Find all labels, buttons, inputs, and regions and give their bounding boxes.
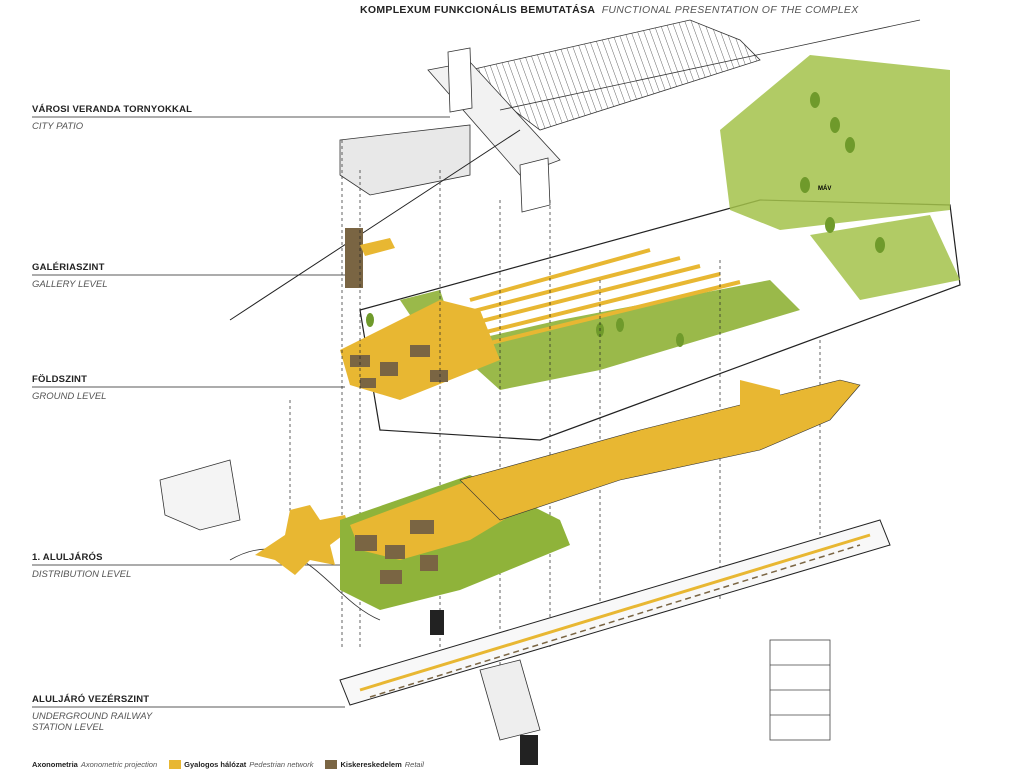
level-hu: ALULJÁRÓ VEZÉRSZINT [32,694,150,705]
tree [825,217,835,233]
tree [845,137,855,153]
station-platform [359,533,871,692]
ground-level: MÁV [340,55,961,441]
legend-projection-en: Axonometric projection [80,760,158,769]
road-tunnel [159,459,241,531]
tower-left [447,47,473,113]
level-en: GALLERY LEVEL [32,279,108,290]
diagram-title: KOMPLEXUM FUNKCIONÁLIS BEMUTATÁSA FUNCTI… [360,4,858,16]
platform [469,264,701,326]
level-label-gallery: GALÉRIASZINT GALLERY LEVEL [32,262,108,290]
legend-retail-en: Retail [404,760,424,769]
level-label-station: ALULJÁRÓ VEZÉRSZINT UNDERGROUND RAILWAY … [32,694,152,733]
tree [366,313,374,327]
ground-retail [350,345,448,388]
level-en-1: UNDERGROUND RAILWAY [32,711,153,722]
retail-block [410,345,430,357]
east-hall [740,380,780,440]
level-en: DISTRIBUTION LEVEL [32,569,132,580]
retail-block [430,370,448,382]
historic-building [339,124,471,196]
site-edge [499,19,921,111]
level-hu: FÖLDSZINT [32,374,88,385]
level-label-ground: FÖLDSZINT GROUND LEVEL [32,374,106,402]
metro-tunnel [520,735,538,765]
level-en: CITY PATIO [32,121,84,132]
level-en-2: STATION LEVEL [32,722,104,733]
pedestrian-swatch [169,760,182,769]
platform [469,256,681,314]
level-label-distribution: 1. ALULJÁRÓS DISTRIBUTION LEVEL [32,552,131,580]
mav-label: MÁV [818,185,831,192]
green-strip [450,280,800,390]
level-hu: GALÉRIASZINT [32,262,105,273]
retail-block [385,545,405,559]
station-retail [369,544,861,698]
site-edge [229,129,521,321]
retail-block [380,362,398,376]
park-area [720,55,950,230]
level-hu: VÁROSI VERANDA TORNYOKKAL [32,104,193,115]
platform [469,248,651,302]
legend-pedestrian-hu: Gyalogos hálózat [184,760,247,769]
legend-pedestrian-en: Pedestrian network [249,760,314,769]
level-hu: 1. ALULJÁRÓS [32,552,103,563]
metro-tunnel [430,610,444,635]
retail-block [360,378,376,388]
distribution-hub [255,505,350,575]
title-hu: KOMPLEXUM FUNKCIONÁLIS BEMUTATÁSA [360,4,596,16]
retail-block [420,555,438,571]
tramline [229,548,381,621]
retail-block [355,535,377,551]
title-en: FUNCTIONAL PRESENTATION OF THE COMPLEX [601,4,859,16]
distribution-retail [355,520,438,584]
tree [875,237,885,253]
tree [676,333,684,347]
service-shafts [769,639,831,741]
park-area [810,215,960,300]
city-patio-level [229,19,921,321]
tower-right [519,157,551,213]
vertical-connectors [289,140,821,680]
leader-lines [32,116,450,708]
legend-projection-hu: Axonometria [32,760,78,769]
gallery-walkway [360,238,395,256]
retail-swatch [325,760,338,769]
retail-block [350,355,370,367]
tree [800,177,810,193]
platform [469,280,741,350]
distribution-level [159,379,861,621]
tree [616,318,624,332]
station-level [339,519,891,765]
east-corridor [459,379,861,521]
retail-block [410,520,434,534]
legend: Axonometria Axonometric projection Gyalo… [32,760,424,769]
gallery-retail [345,228,363,288]
distribution-concourse [350,480,520,560]
tree [810,92,820,108]
gallery-level [345,228,395,288]
metro-crossing [479,659,541,741]
level-label-city-patio: VÁROSI VERANDA TORNYOKKAL CITY PATIO [32,104,192,132]
retail-block [380,570,402,584]
legend-retail-hu: Kiskereskedelem [340,760,402,769]
platform [469,272,721,338]
tree [830,117,840,133]
level-en: GROUND LEVEL [32,391,107,402]
